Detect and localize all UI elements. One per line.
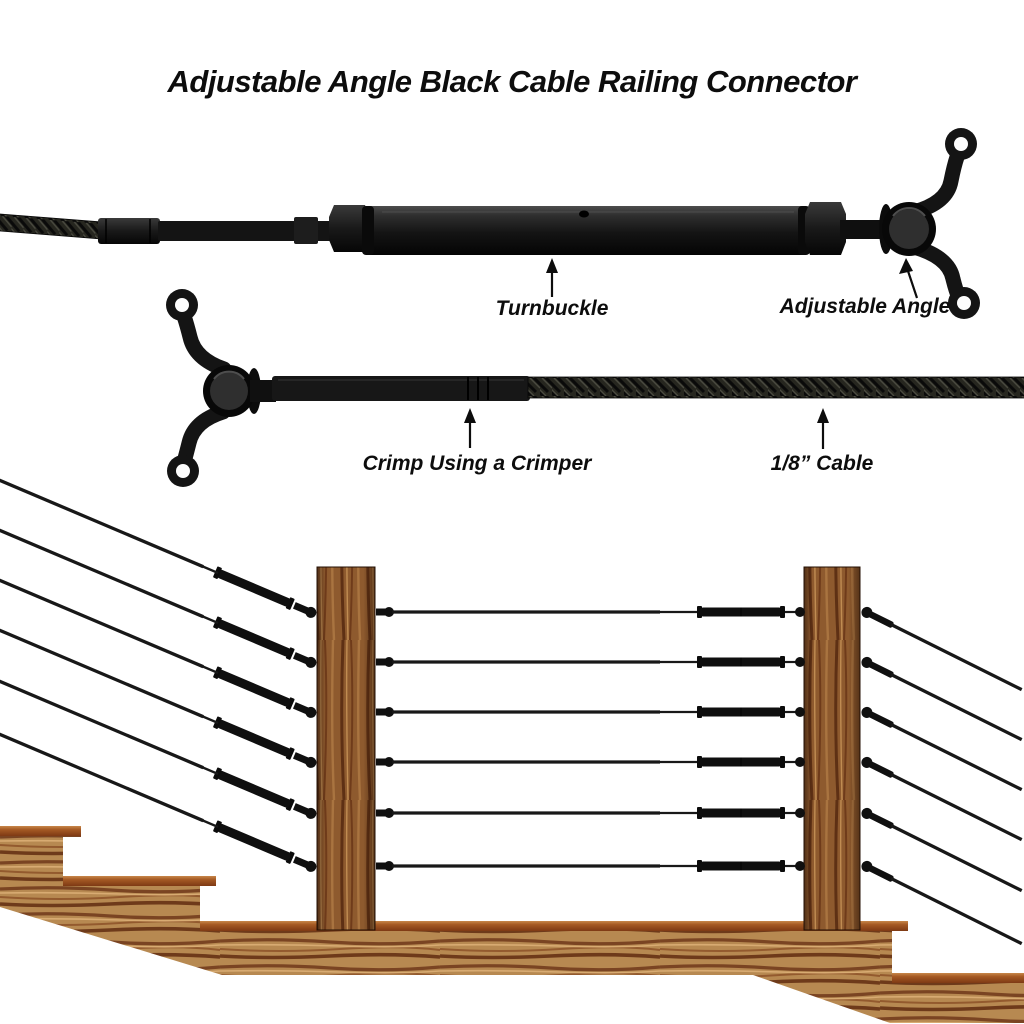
toggle-wing-bottom-2: [176, 404, 231, 470]
braided-cable-right: [527, 376, 1024, 399]
page-title: Adjustable Angle Black Cable Railing Con…: [167, 64, 857, 99]
horizontal-cable-runs: [374, 604, 807, 874]
cable-size-label: 1/8” Cable: [770, 452, 874, 475]
toggle-wing-top-2: [176, 308, 232, 377]
adjustable-angle-arrow-icon: [899, 258, 919, 299]
toggle-wing-top: [906, 149, 965, 220]
toggle-wing-bottom: [906, 239, 967, 306]
turnbuckle-arrow-icon: [546, 258, 558, 297]
turnbuckle-product-photo: [0, 128, 980, 319]
crimp-arrow-icon: [464, 408, 476, 448]
braided-cable-left: [0, 212, 111, 241]
threaded-rod: [158, 221, 336, 241]
hex-nut-left: [329, 205, 370, 252]
right-post: [803, 566, 861, 931]
left-post: [316, 566, 376, 931]
pivot-shaft: [840, 220, 888, 239]
body-hole: [579, 210, 589, 218]
right-stair-cable-runs: [857, 603, 1024, 951]
annotation-arrows: [464, 258, 919, 449]
hex-nut-right: [805, 202, 846, 255]
crimp-label: Crimp Using a Crimper: [362, 452, 592, 475]
turnbuckle-label: Turnbuckle: [495, 297, 609, 320]
adjustable-angle-label: Adjustable Angle: [779, 295, 951, 318]
cable-arrow-icon: [817, 408, 829, 449]
crimp-fitting-product-photo: [166, 289, 1024, 487]
crimp-sleeve: [98, 218, 160, 244]
crimp-grooves: [467, 377, 489, 400]
pivot-link: [250, 380, 276, 402]
stair-treads: [0, 826, 1024, 983]
adjustable-angle-fitting: [882, 128, 980, 319]
crimp-rod: [272, 376, 530, 401]
rod-collar: [294, 217, 318, 244]
left-stair-cable-runs: [0, 470, 320, 876]
turnbuckle-body: [362, 206, 810, 255]
railing-scene: [0, 470, 1024, 1023]
